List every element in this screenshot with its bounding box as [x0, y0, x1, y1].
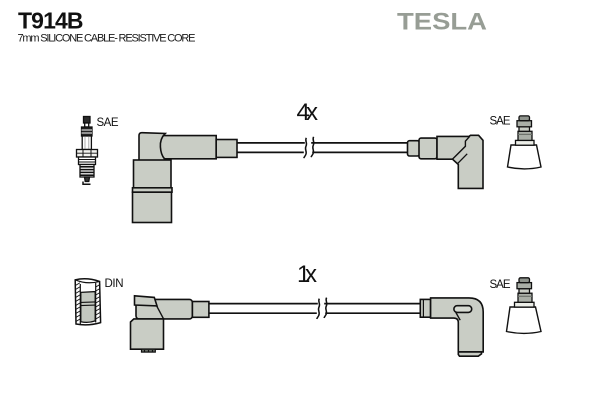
svg-text:DIN: DIN: [105, 278, 124, 290]
svg-text:SAE: SAE: [490, 279, 511, 291]
svg-text:4x: 4x: [297, 99, 319, 126]
svg-text:SAE: SAE: [97, 117, 119, 129]
svg-text:SAE: SAE: [490, 115, 511, 127]
svg-text:1x: 1x: [297, 261, 317, 288]
svg-text:7mm SILICONE CABLE- RESISTIVE: 7mm SILICONE CABLE- RESISTIVE CORE: [18, 33, 196, 45]
svg-text:T914B: T914B: [18, 8, 84, 34]
svg-text:TESLA: TESLA: [397, 9, 487, 36]
